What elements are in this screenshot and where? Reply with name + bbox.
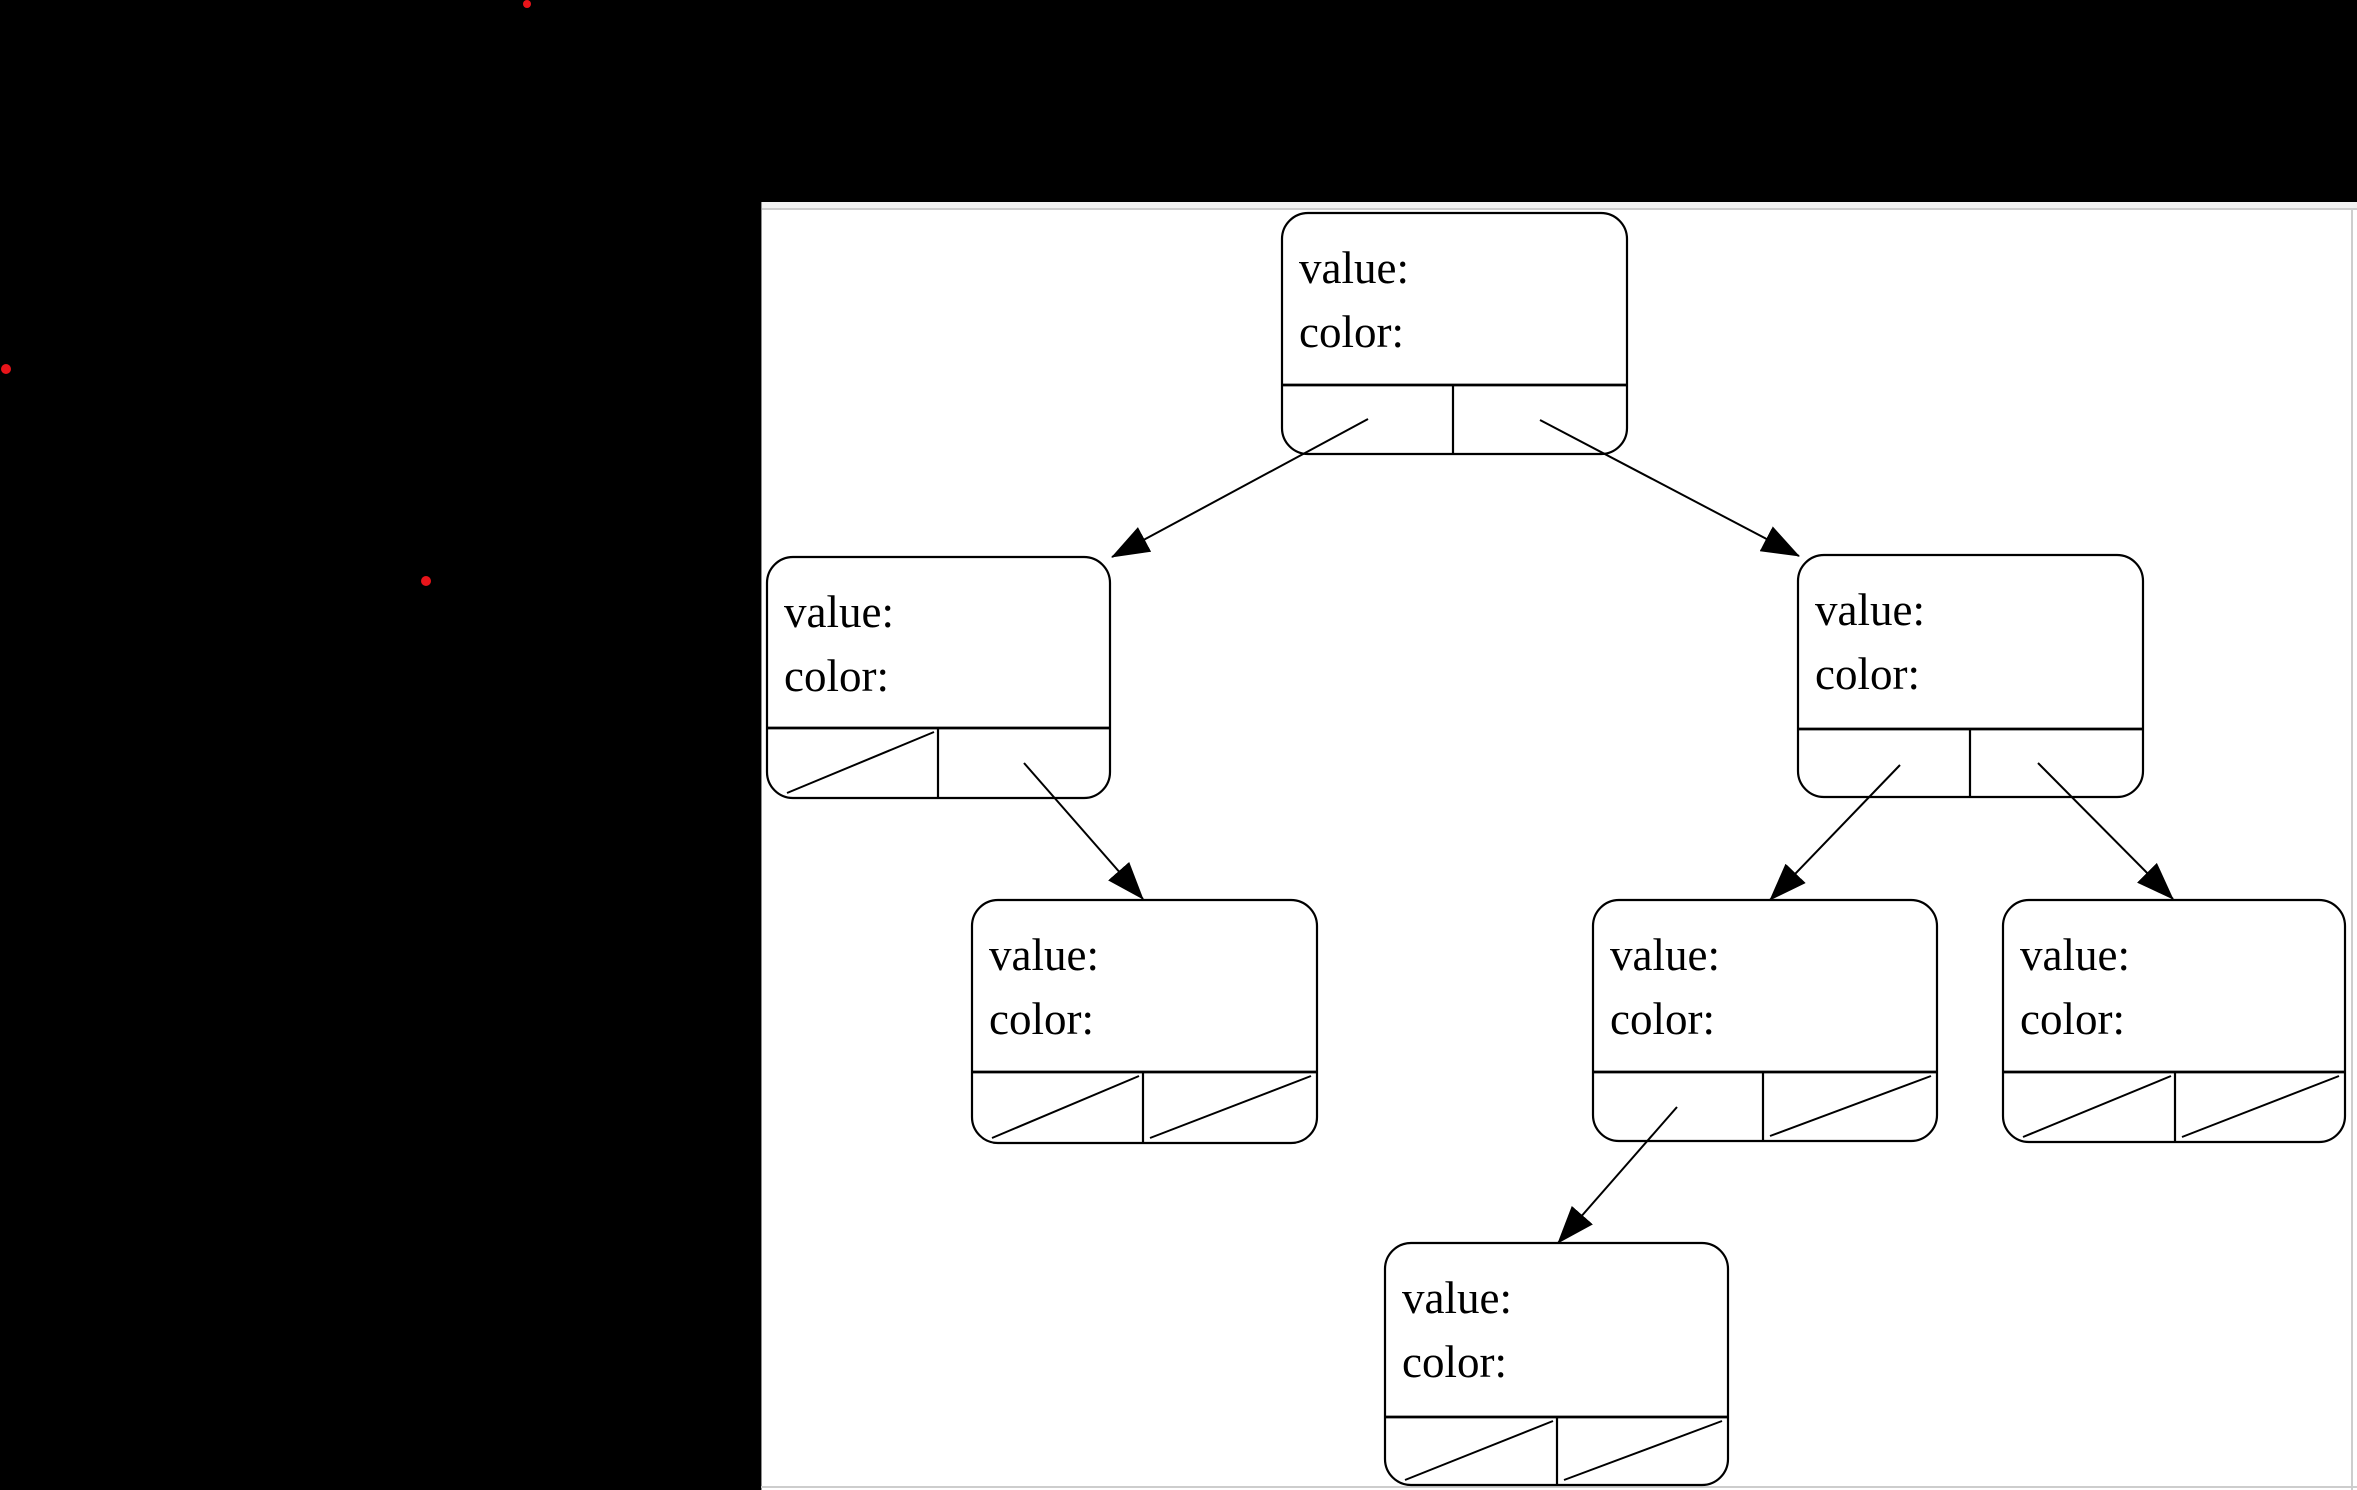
red-dot xyxy=(1,364,11,374)
panel-right-border xyxy=(2351,210,2353,1490)
panel-top-border xyxy=(761,208,2357,210)
red-dot xyxy=(421,576,431,586)
panel-left-border xyxy=(761,202,762,1490)
panel-top-strip xyxy=(761,202,2357,208)
red-dot xyxy=(523,0,531,8)
panel-bottom-border xyxy=(761,1486,2357,1488)
diagram-panel xyxy=(761,202,2357,1490)
